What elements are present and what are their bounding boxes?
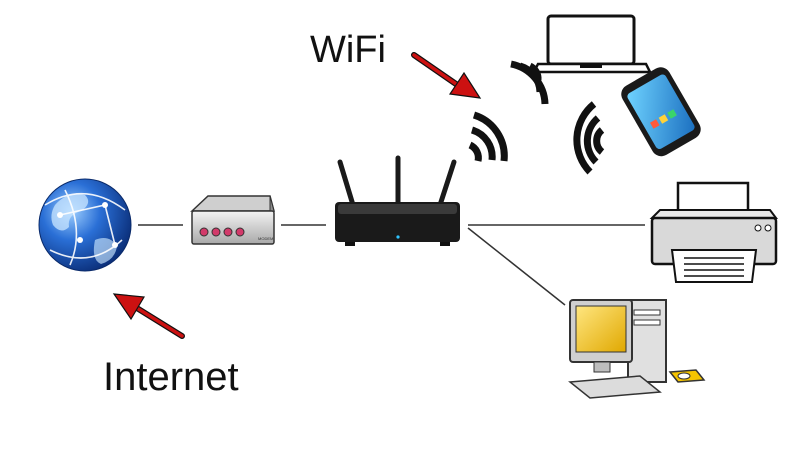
wifi-arrow <box>411 52 482 99</box>
desktop-computer-icon <box>568 299 706 399</box>
line-router-desktop <box>467 227 566 306</box>
connection-lines <box>138 224 645 306</box>
globe-icon <box>38 178 132 272</box>
router-icon <box>335 155 460 246</box>
wifi-label: WiFi <box>310 29 386 71</box>
modem-icon: MODEM <box>190 195 275 245</box>
internet-label: Internet <box>103 355 239 399</box>
wifi-signal-icon <box>573 101 605 175</box>
modem-brand-text: MODEM <box>258 236 273 241</box>
smartphone-icon <box>621 67 701 157</box>
wifi-signal-icon <box>468 111 508 162</box>
printer-icon <box>649 181 778 283</box>
internet-arrow <box>112 293 185 339</box>
laptop-icon <box>531 14 653 74</box>
wifi-signal-icon <box>510 60 549 105</box>
